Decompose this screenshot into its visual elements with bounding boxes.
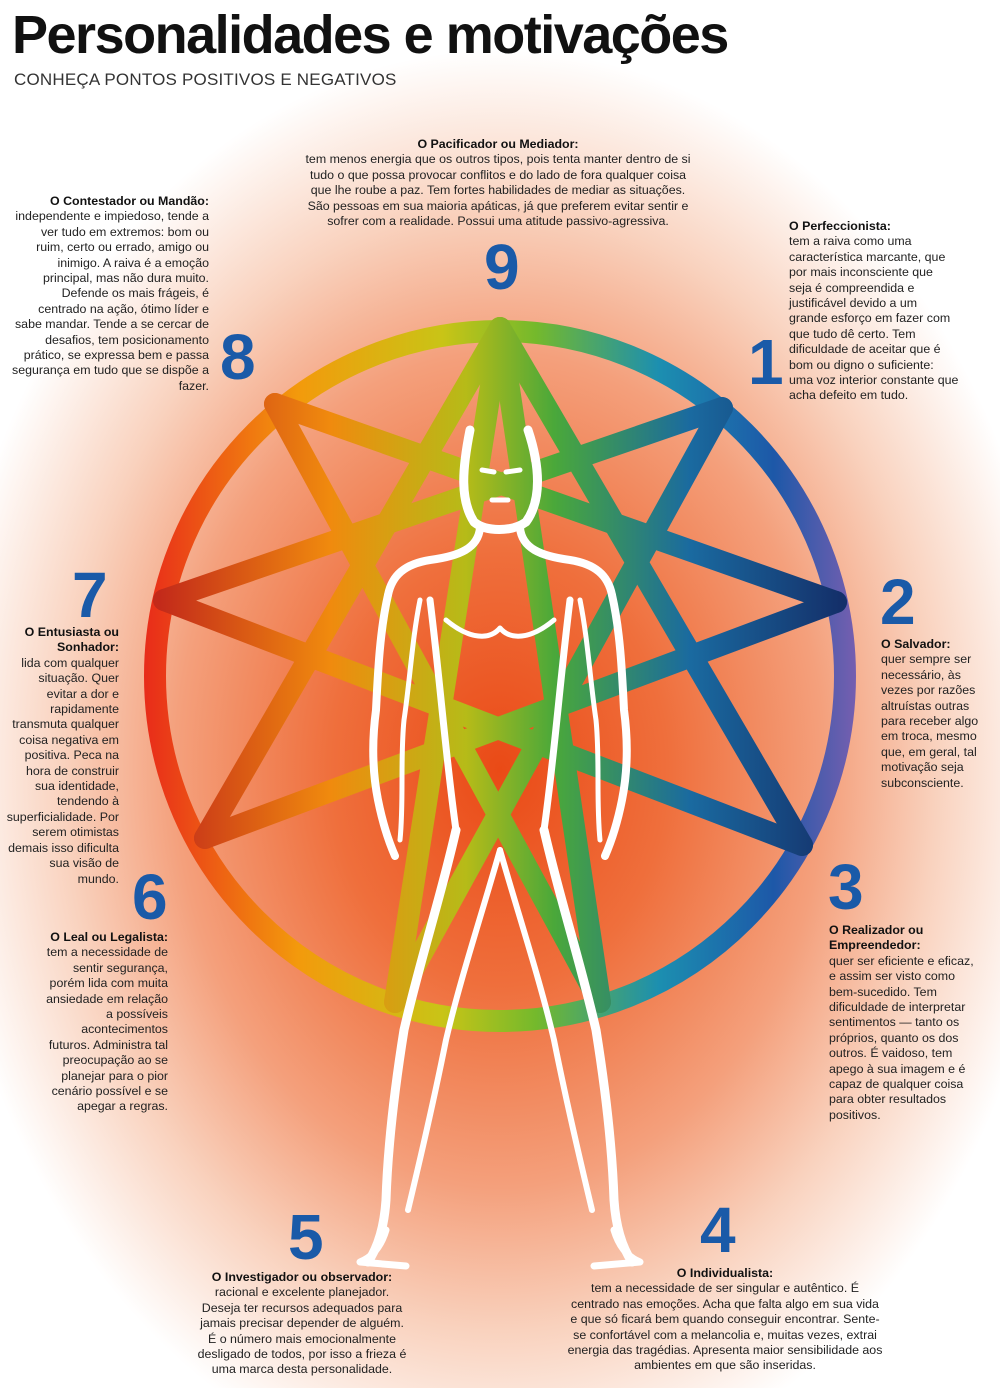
type-description-8: O Contestador ou Mandão: independente e … [12, 194, 209, 394]
outer-ring [144, 320, 856, 1032]
figure-torso [426, 596, 574, 834]
figure-left-arm [369, 591, 399, 860]
type-name-8: O Contestador ou Mandão: [49, 194, 209, 208]
type-number-7: 7 [72, 559, 108, 631]
star-line [384, 317, 511, 1013]
type-text-5: racional e excelente planejador. Deseja … [197, 1285, 407, 1377]
type-name-6: O Leal ou Legalista: [50, 930, 168, 944]
type-text-9: tem menos energia que os outros tipos, p… [305, 152, 691, 229]
type-name-4: O Individualista: [676, 1266, 774, 1280]
type-text-6: tem a necessidade de sentir segurança, p… [46, 945, 168, 1114]
figure-face [479, 467, 523, 503]
type-description-3: O Realizador ou Empreendedor: quer ser e… [829, 923, 974, 1123]
figure-right-foot [590, 1226, 644, 1270]
type-description-4: O Individualista: tem a necessidade de s… [566, 1266, 884, 1374]
star-line [489, 317, 611, 1013]
type-description-2: O Salvador: quer sempre ser necessário, … [881, 637, 993, 791]
type-text-3: quer ser eficiente e eficaz, e assim ser… [829, 953, 974, 1122]
type-name-1: O Perfeccionista: [789, 219, 891, 233]
star-line [194, 591, 847, 849]
type-name-7: O Entusiasta ou Sonhador: [24, 625, 119, 655]
figure-left-leg [363, 825, 461, 1267]
page-title: Personalidades e motivações [12, 5, 729, 65]
type-text-8: independente e impiedoso, tende a ver tu… [12, 209, 210, 393]
type-number-3: 3 [828, 851, 864, 923]
figure-right-leg [539, 825, 637, 1267]
star-line [153, 397, 733, 611]
type-number-2: 2 [880, 566, 916, 638]
type-name-5: O Investigador ou observador: [211, 1270, 393, 1284]
type-description-5: O Investigador ou observador: racional e… [196, 1270, 408, 1378]
type-number-6: 6 [132, 861, 168, 933]
type-number-4: 4 [700, 1194, 736, 1266]
figure-head [459, 425, 542, 534]
figure-left-foot [356, 1226, 410, 1270]
figure-shoulders [384, 524, 616, 599]
type-number-1: 1 [748, 326, 784, 398]
star-line [194, 317, 511, 849]
type-description-6: O Leal ou Legalista: tem a necessidade d… [40, 930, 168, 1115]
figure-left-arm-inner [397, 597, 423, 843]
type-name-9: O Pacificador ou Mediador: [417, 137, 579, 151]
type-text-1: tem a raiva como uma característica marc… [789, 234, 959, 403]
figure-chest [443, 617, 557, 639]
type-name-3: O Realizador ou Empreendedor: [829, 923, 924, 953]
type-description-1: O Perfeccionista: tem a raiva como uma c… [789, 219, 959, 404]
figure-right-arm-inner [577, 597, 603, 843]
type-description-7: O Entusiasta ou Sonhador: lida com qualq… [6, 625, 119, 887]
star-line [264, 393, 847, 613]
type-name-2: O Salvador: [881, 637, 951, 651]
type-number-5: 5 [288, 1201, 324, 1273]
type-text-2: quer sempre ser necessário, às vezes por… [881, 652, 979, 790]
type-text-4: tem a necessidade de ser singular e autê… [567, 1281, 883, 1373]
type-number-8: 8 [220, 321, 256, 393]
figure-right-leg-inner [497, 847, 595, 1213]
human-figure [356, 425, 644, 1270]
star-line [489, 317, 813, 856]
type-description-9: O Pacificador ou Mediador: tem menos ene… [300, 137, 696, 229]
figure-right-arm [601, 591, 631, 860]
type-text-7: lida com qualquer situação. Quer evitar … [6, 655, 119, 886]
star-line [264, 393, 611, 1013]
figure-left-leg-inner [405, 847, 503, 1213]
page-subtitle: CONHEÇA PONTOS POSITIVOS E NEGATIVOS [14, 70, 397, 89]
type-number-9: 9 [484, 231, 520, 303]
nine-point-star [153, 317, 847, 1013]
